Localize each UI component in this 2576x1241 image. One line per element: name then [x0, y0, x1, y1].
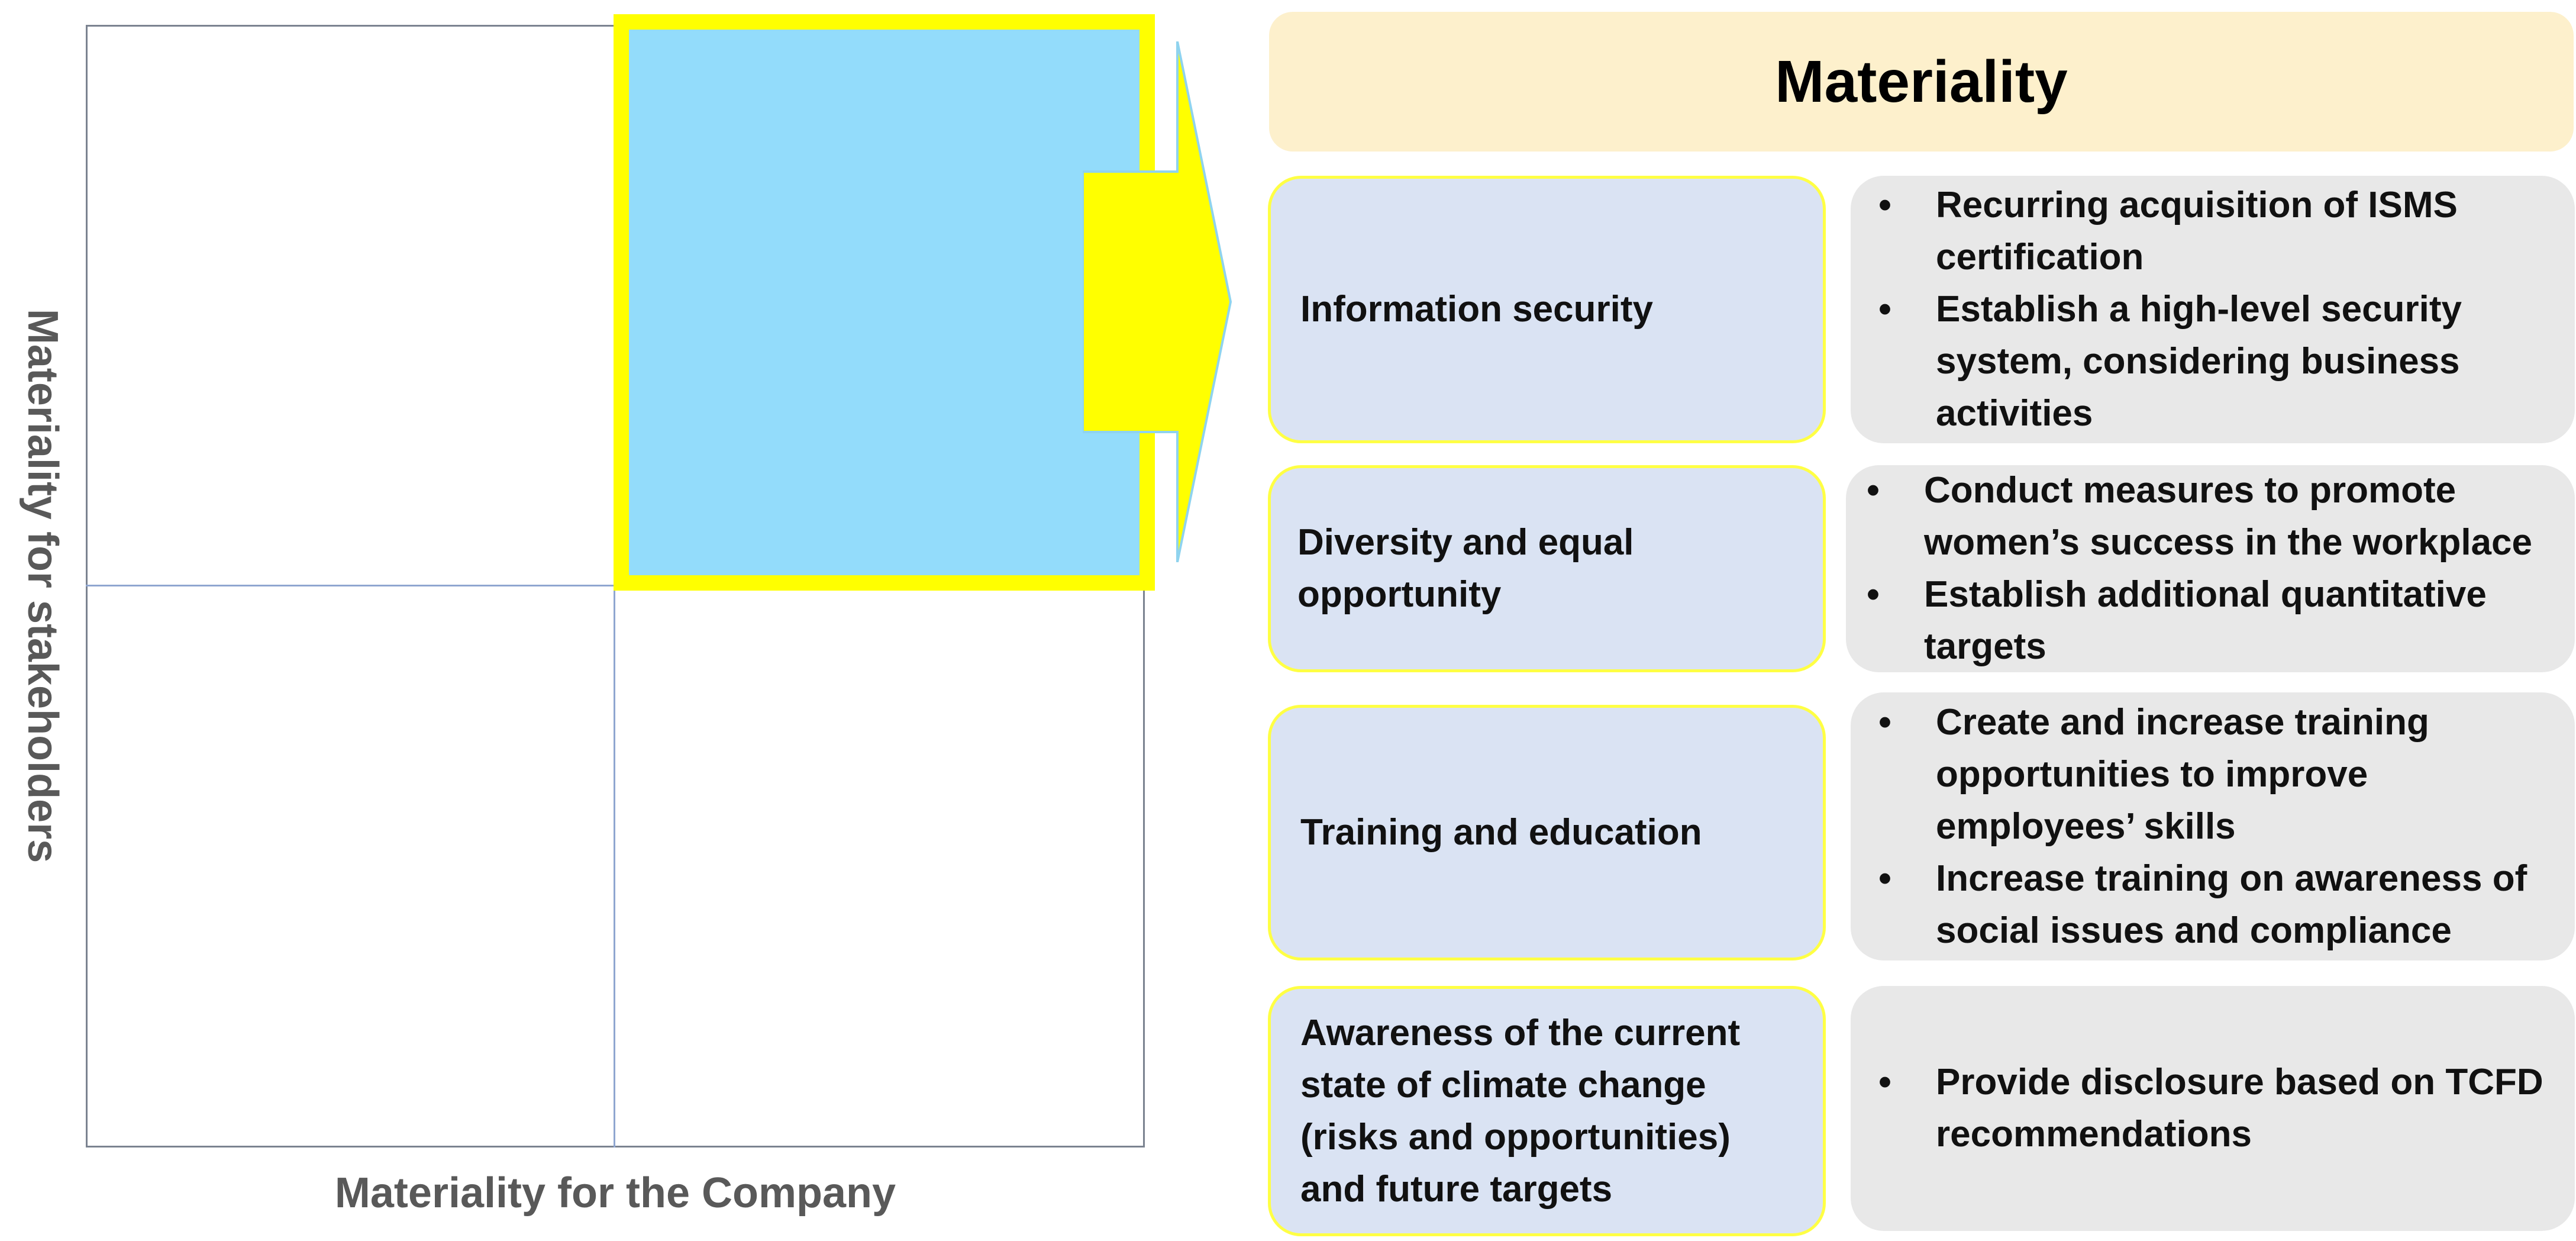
action-item: • Establish a high-level security system…: [1866, 283, 2559, 440]
action-list: • Provide disclosure based on TCFD recom…: [1851, 986, 2575, 1231]
action-item: • Conduct measures to promote women’s su…: [1854, 465, 2559, 569]
bullet-icon: •: [1867, 574, 1880, 615]
bullet-icon: •: [1878, 858, 1891, 899]
action-text: Recurring acquisition of ISMS certificat…: [1936, 185, 2458, 278]
topic-diversity: Diversity and equal opportunity: [1268, 465, 1826, 672]
topic-label: Awareness of the current state of climat…: [1300, 1012, 1741, 1210]
action-item: • Recurring acquisition of ISMS certific…: [1866, 179, 2559, 283]
bullet-icon: •: [1878, 185, 1891, 225]
bullet-icon: •: [1878, 701, 1891, 743]
materiality-header: Materiality: [1269, 12, 2574, 152]
bullet-icon: •: [1867, 470, 1880, 511]
topic-climate-change: Awareness of the current state of climat…: [1268, 986, 1826, 1236]
action-list: • Recurring acquisition of ISMS certific…: [1851, 176, 2575, 443]
action-text: Establish additional quantitative target…: [1924, 574, 2487, 667]
topic-label: Diversity and equal opportunity: [1297, 522, 1634, 615]
y-axis-label: Materiality for stakeholders: [19, 308, 66, 863]
action-text: Create and increase training opportuniti…: [1936, 701, 2429, 847]
action-text: Establish a high-level security system, …: [1936, 289, 2462, 434]
action-item: • Create and increase training opportuni…: [1866, 697, 2559, 853]
action-list: • Conduct measures to promote women’s su…: [1846, 465, 2575, 672]
topic-information-security: Information security: [1268, 176, 1826, 443]
action-item: • Establish additional quantitative targ…: [1854, 569, 2559, 673]
action-text: Provide disclosure based on TCFD recomme…: [1936, 1062, 2543, 1155]
bullet-icon: •: [1878, 289, 1891, 330]
action-list: • Create and increase training opportuni…: [1851, 692, 2575, 960]
topic-training: Training and education: [1268, 705, 1826, 960]
highlighted-quadrant: [614, 14, 1155, 591]
action-item: • Provide disclosure based on TCFD recom…: [1866, 1056, 2559, 1161]
arrow-right-icon: [1083, 41, 1232, 562]
action-text: Conduct measures to promote women’s succ…: [1924, 470, 2532, 563]
topic-label: Training and education: [1300, 812, 1702, 853]
topic-label: Information security: [1300, 289, 1653, 330]
x-axis-label: Materiality for the Company: [334, 1169, 896, 1217]
action-item: • Increase training on awareness of soci…: [1866, 853, 2559, 957]
bullet-icon: •: [1878, 1062, 1891, 1103]
action-text: Increase training on awareness of social…: [1936, 858, 2527, 951]
